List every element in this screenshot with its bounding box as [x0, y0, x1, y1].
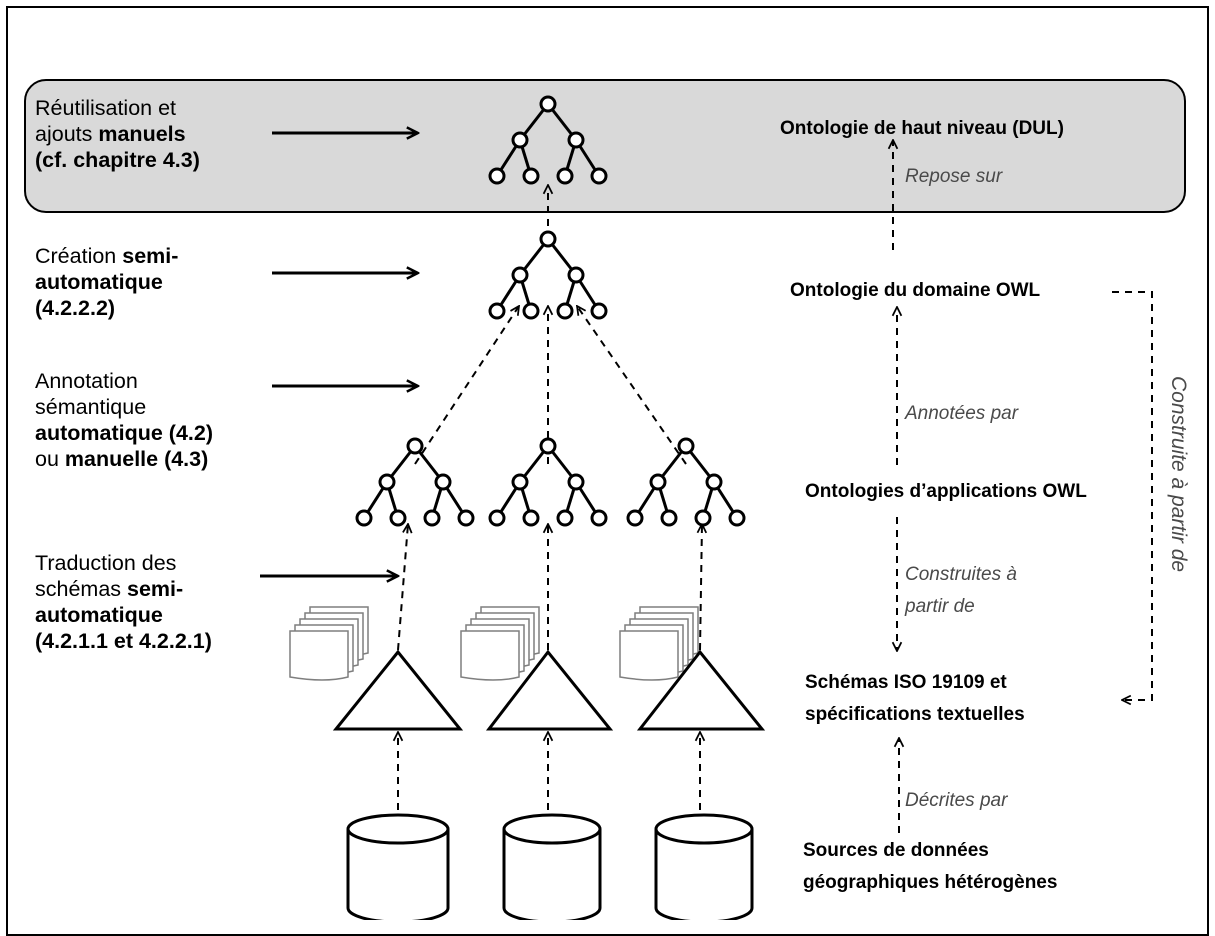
- top-level-band: [24, 79, 1186, 213]
- app-ontologies-label: Ontologies d’applications OWL: [805, 481, 1087, 502]
- top-ontology-label: Ontologie de haut niveau (DUL): [780, 118, 1064, 139]
- right-dashed-connectors: [893, 140, 1153, 833]
- document-stack-icon: [289, 606, 369, 681]
- label-arrows: [260, 133, 418, 576]
- schema-triangles: [332, 649, 766, 731]
- repose-sur-label: Repose sur: [905, 166, 1003, 187]
- annotees-par-label: Annotées par: [905, 403, 1019, 424]
- construites-label-line2: partir de: [905, 596, 975, 617]
- database-cylinders: [346, 813, 754, 920]
- sources-label-line2: géographiques hétérogènes: [803, 872, 1058, 893]
- decrites-par-label: Décrites par: [905, 790, 1008, 811]
- ontology-tree-icon: [488, 230, 608, 320]
- reuse-label: Réutilisation et ajouts manuels (cf. cha…: [35, 96, 200, 172]
- construite-a-partir-de-label: Construite à partir de: [1167, 376, 1190, 573]
- database-icon: [346, 813, 450, 920]
- ontology-tree-icon: [626, 437, 746, 527]
- creation-label: Création semi- automatique (4.2.2.2): [35, 244, 179, 320]
- document-stacks: [289, 606, 699, 681]
- database-icon: [502, 813, 602, 920]
- sources-label-line1: Sources de données: [803, 840, 989, 861]
- ontology-tree-icon: [488, 437, 608, 527]
- schema-triangle-icon: [636, 649, 766, 731]
- ontology-trees: [355, 95, 746, 527]
- construites-label-line1: Construites à: [905, 564, 1017, 585]
- dashed-connectors: [398, 185, 702, 810]
- schema-triangle-icon: [485, 649, 614, 731]
- document-stack-icon: [460, 606, 540, 681]
- schemas-label-line1: Schémas ISO 19109 et: [805, 672, 1007, 693]
- schemas-label-line2: spécifications textuelles: [805, 704, 1025, 725]
- database-icon: [654, 813, 754, 920]
- ontology-tree-icon: [488, 95, 608, 185]
- schema-triangle-icon: [332, 649, 464, 731]
- ontology-tree-icon: [355, 437, 475, 527]
- document-stack-icon: [619, 606, 699, 681]
- translation-label: Traduction des schémas semi- automatique…: [35, 551, 212, 653]
- annotation-label: Annotation sémantique automatique (4.2) …: [35, 369, 214, 471]
- domain-ontology-label: Ontologie du domaine OWL: [790, 280, 1041, 301]
